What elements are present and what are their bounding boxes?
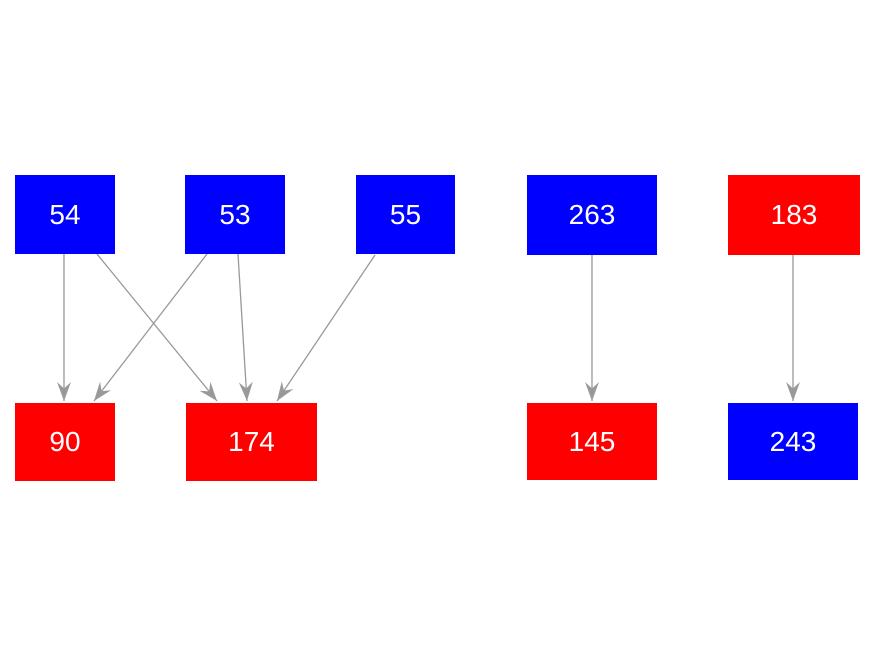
node-54: 54: [15, 175, 115, 254]
node-label: 53: [219, 198, 251, 230]
node-label: 90: [49, 426, 81, 457]
node-243: 243: [728, 403, 858, 480]
node-53: 53: [185, 175, 285, 254]
node-label: 55: [389, 198, 422, 230]
node-label: 54: [49, 198, 81, 230]
node-183: 183: [728, 175, 860, 255]
node-label: 145: [568, 425, 616, 457]
node-label: 243: [769, 425, 817, 457]
node-label: 174: [228, 426, 275, 457]
node-55: 55: [356, 175, 455, 254]
node-90: 90: [15, 403, 115, 481]
node-label: 183: [770, 199, 818, 230]
node-145: 145: [527, 403, 657, 480]
node-label: 263: [568, 199, 616, 230]
node-174: 174: [186, 403, 317, 481]
node-263: 263: [527, 175, 657, 255]
